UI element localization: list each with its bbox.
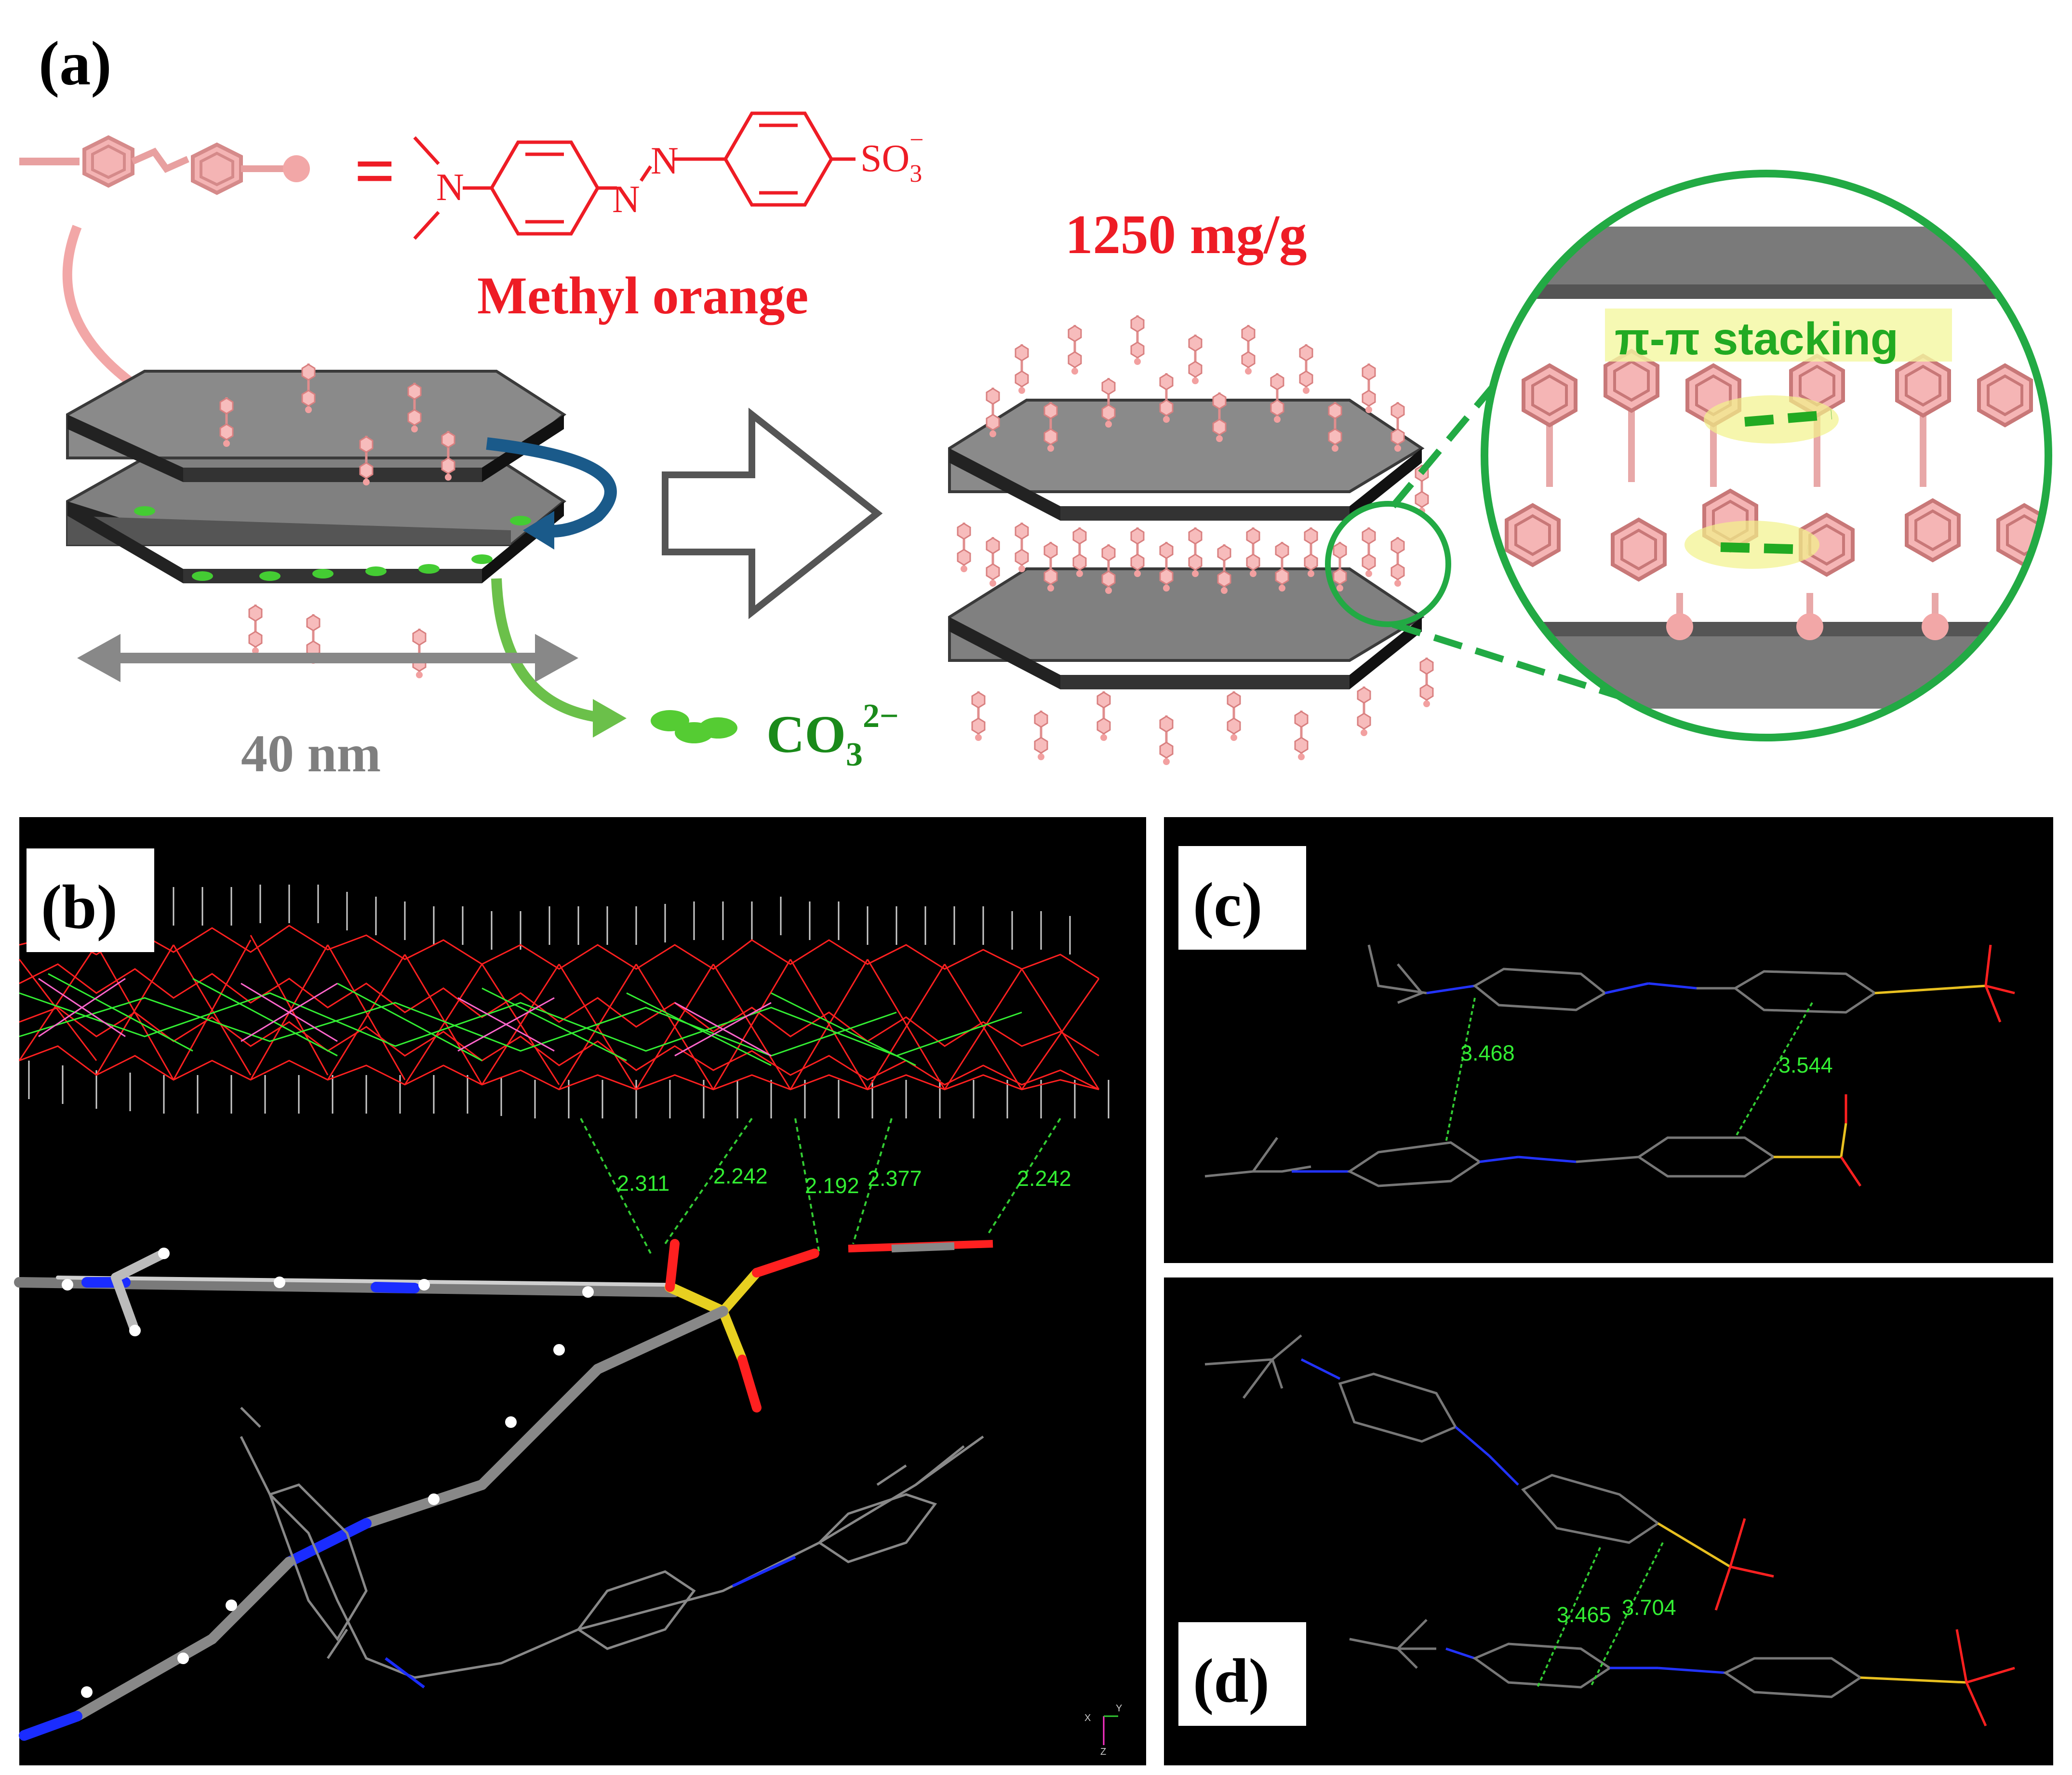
methyl-orange-structure (413, 111, 856, 240)
panel-c-label-box (1178, 846, 1306, 950)
interlayer-carbonate (134, 506, 531, 581)
offset-distance-lines (1537, 1542, 1664, 1688)
offset-distance: 3.704 (1622, 1595, 1676, 1620)
sulfonate-label: SO3− (860, 126, 924, 188)
stick-molecule-upper (14, 1239, 819, 1741)
panel-d-background (1164, 1277, 2053, 1765)
svg-text:Z: Z (1100, 1747, 1106, 1757)
offset-molecule-bottom (1349, 1619, 2015, 1727)
ldh-wireframe (18, 885, 1110, 1118)
carbonate-release-arrow (491, 578, 608, 724)
stacking-distance-lines (1445, 997, 1813, 1143)
hbond-distance: 2.311 (617, 1171, 669, 1196)
panel-a-label: (a) (39, 29, 112, 98)
svg-text:X: X (1084, 1713, 1091, 1723)
carbonate-label: CO32− (766, 698, 899, 773)
zoom-view (1484, 174, 2048, 738)
capacity-label: 1250 mg/g (1065, 204, 1307, 265)
dye-schematic (19, 135, 310, 195)
panel-d: 3.465 3.704 (d) (1164, 1277, 2053, 1765)
wire-molecule-lower (240, 1407, 984, 1679)
axis-triad: X Y Z (1084, 1703, 1122, 1757)
offset-molecule-top (1204, 1334, 1774, 1611)
zoom-circle (1481, 170, 2052, 741)
transformation-arrow (662, 407, 883, 619)
stacked-molecule-bottom (1204, 1094, 1862, 1187)
n-atom-label: N (436, 166, 464, 209)
panel-c: 3.468 3.544 (c) (1164, 817, 2053, 1263)
n-atom-label: N (651, 140, 679, 182)
size-label: 40 nm (241, 724, 381, 783)
hbond-distance: 2.242 (713, 1164, 768, 1188)
zoom-source-circle (1325, 501, 1451, 627)
equals-sign: = (354, 131, 395, 211)
panel-b-label-box (27, 848, 154, 952)
ldh-sheets-after (948, 399, 1425, 689)
stacking-label: π-π stacking (1615, 313, 1898, 364)
hbond-distance: 2.192 (805, 1173, 859, 1198)
panel-b-label: (b) (41, 873, 118, 942)
exchange-arrow (486, 437, 617, 538)
panel-c-background (1164, 817, 2053, 1263)
dye-name-label: Methyl orange (477, 266, 808, 325)
ldh-sheets-before (66, 370, 567, 583)
stacked-molecule-top (1367, 944, 2015, 1022)
panel-c-label: (c) (1193, 870, 1262, 940)
offset-distance: 3.465 (1557, 1602, 1611, 1627)
hbond-distance: 2.377 (868, 1166, 922, 1191)
carbonate-stick (848, 1240, 993, 1252)
panel-b: 2.311 2.242 2.192 2.377 2.242 (14, 817, 1146, 1765)
panel-a: (a) = N N (19, 29, 2052, 783)
panel-d-label-box (1178, 1622, 1306, 1726)
released-carbonate (651, 710, 737, 743)
stacking-distance: 3.468 (1460, 1041, 1515, 1065)
svg-text:Y: Y (1116, 1703, 1122, 1714)
hbond-lines (580, 1117, 1061, 1254)
panel-d-label: (d) (1193, 1646, 1270, 1716)
n-atom-label: N (612, 178, 640, 221)
stacking-distance: 3.544 (1778, 1053, 1833, 1077)
hbond-distance: 2.242 (1017, 1166, 1071, 1191)
size-arrow (77, 634, 578, 682)
